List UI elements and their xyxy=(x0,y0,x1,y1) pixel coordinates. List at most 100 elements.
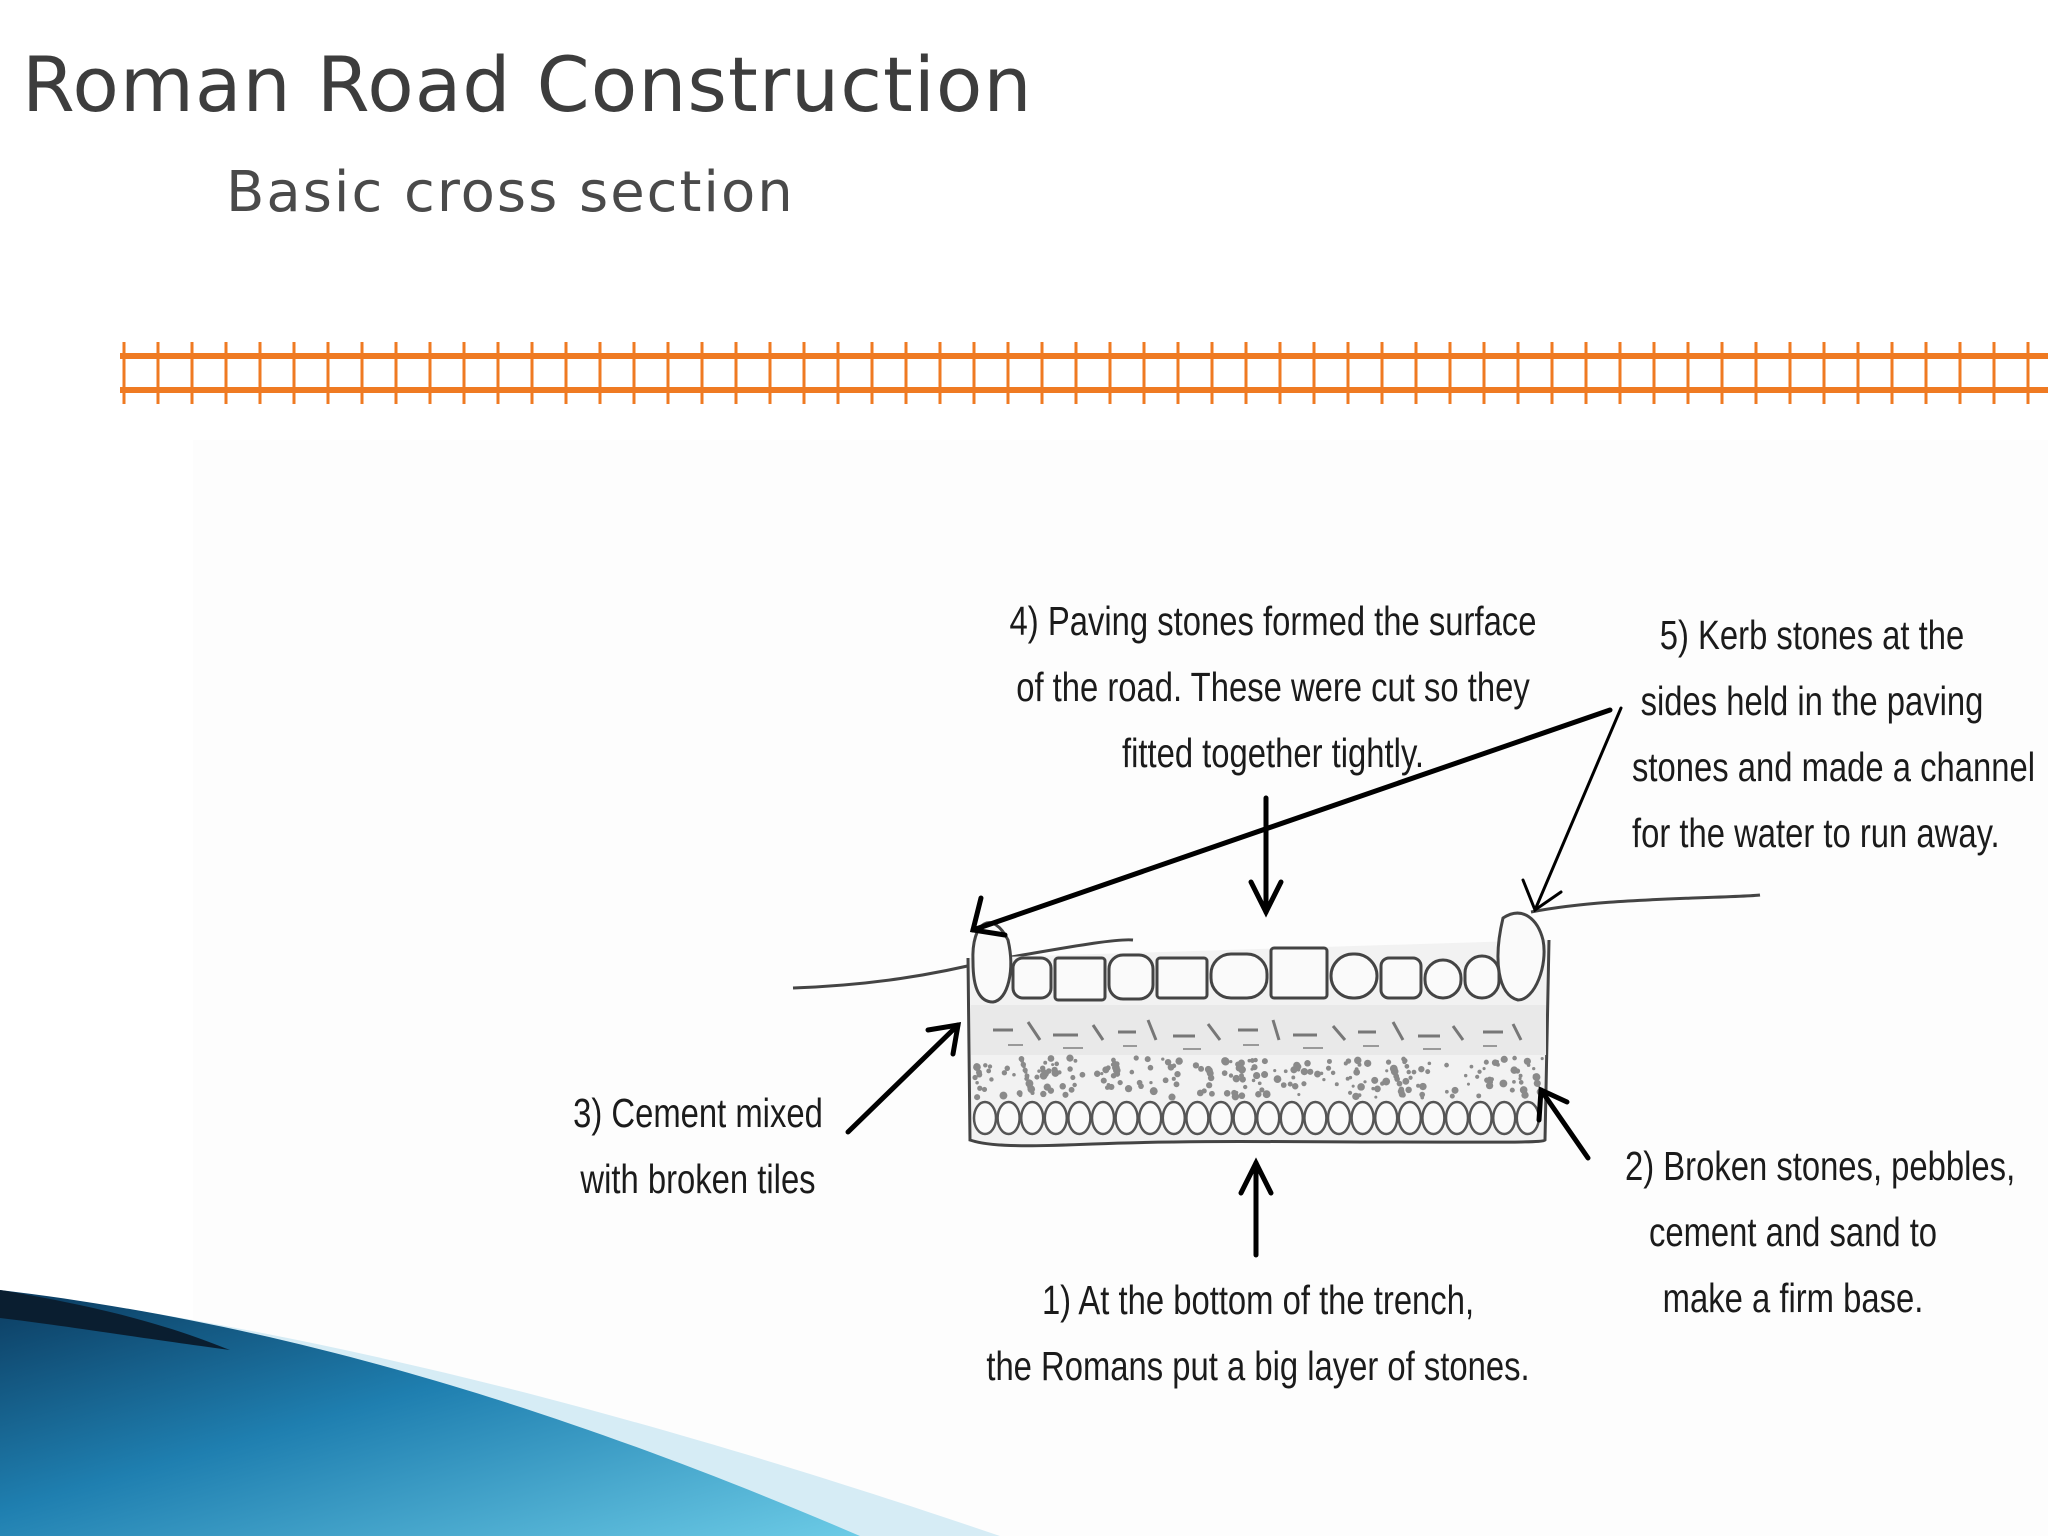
pebble xyxy=(1171,1076,1176,1081)
diagram-panel: 4) Paving stones formed the surface of t… xyxy=(193,440,2048,1536)
pebble xyxy=(1466,1082,1470,1086)
pebble xyxy=(1330,1070,1336,1076)
bottom-stone xyxy=(1232,1100,1257,1136)
pebble xyxy=(1004,1065,1010,1072)
pebble xyxy=(1223,1089,1231,1097)
pebble xyxy=(1405,1086,1412,1094)
pebble xyxy=(1255,1091,1262,1098)
pebble xyxy=(1079,1071,1086,1078)
callout-step2: 2) Broken stones, pebbles, cement and sa… xyxy=(1625,1133,2015,1331)
pebble xyxy=(1301,1081,1307,1087)
callout-step5-line4: for the water to run away. xyxy=(1632,810,2000,856)
bottom-stone xyxy=(1279,1100,1305,1136)
slide-title: Roman Road Construction xyxy=(22,40,1033,129)
pebble xyxy=(1149,1087,1158,1096)
pebble xyxy=(1293,1061,1301,1069)
road-cross-section-diagram xyxy=(792,706,1761,1258)
pebble xyxy=(1012,1072,1016,1077)
pebble xyxy=(1259,1087,1265,1093)
pebble xyxy=(1022,1064,1026,1069)
bottom-stone xyxy=(1421,1100,1446,1136)
pebble xyxy=(1040,1067,1046,1074)
pebble xyxy=(1043,1060,1048,1065)
pebble xyxy=(1482,1067,1486,1071)
pebble xyxy=(1026,1076,1030,1080)
pebble xyxy=(1522,1091,1527,1096)
pebble xyxy=(1364,1059,1372,1067)
pebble xyxy=(1221,1057,1229,1065)
pebble-sand-layer xyxy=(972,1054,1544,1101)
pebble xyxy=(1489,1077,1494,1082)
pebble xyxy=(1054,1061,1060,1067)
pebble xyxy=(1133,1055,1139,1061)
bottom-arrow-head xyxy=(1238,1157,1274,1196)
pebble xyxy=(1510,1066,1518,1074)
pebble xyxy=(1484,1077,1490,1083)
pebble xyxy=(1402,1077,1410,1085)
bottom-stone xyxy=(1444,1100,1470,1136)
pebble xyxy=(1171,1063,1177,1069)
bottom-stone xyxy=(1373,1100,1399,1136)
pebble xyxy=(1319,1071,1324,1076)
pebble xyxy=(1062,1091,1069,1098)
pebble xyxy=(1532,1073,1541,1082)
pebble xyxy=(1129,1069,1135,1075)
pebble xyxy=(1206,1069,1214,1077)
callout-step4-line3: fitted together tightly. xyxy=(1121,730,1425,776)
pebble xyxy=(1257,1081,1262,1086)
pebble xyxy=(1047,1055,1055,1062)
pebble xyxy=(1382,1077,1391,1086)
pebble xyxy=(1030,1090,1035,1096)
pebble xyxy=(1307,1068,1314,1075)
pebble xyxy=(1500,1055,1508,1063)
pebble xyxy=(1144,1056,1151,1063)
pebble xyxy=(1343,1061,1348,1066)
pebble xyxy=(1037,1069,1041,1073)
pebble xyxy=(1047,1087,1055,1094)
pebble xyxy=(1239,1076,1246,1083)
callout-step5-line3: stones and made a channel xyxy=(1632,744,2036,790)
pebble xyxy=(1394,1076,1400,1082)
pebble xyxy=(1291,1075,1296,1080)
pebble xyxy=(1192,1062,1200,1069)
pebble xyxy=(1234,1090,1239,1095)
slide-subtitle: Basic cross section xyxy=(226,160,795,225)
pebble xyxy=(1483,1059,1489,1065)
pebble xyxy=(1221,1070,1228,1076)
pebble xyxy=(977,1085,983,1091)
pebble xyxy=(1173,1081,1180,1088)
pebble xyxy=(986,1068,992,1074)
pebble xyxy=(1345,1076,1350,1081)
pebble xyxy=(1108,1083,1115,1090)
pebble xyxy=(1283,1069,1288,1074)
pebble xyxy=(1463,1073,1468,1078)
bottom-stone xyxy=(1468,1100,1493,1136)
pebble xyxy=(1396,1080,1403,1087)
bottom-stone xyxy=(972,1100,998,1136)
ground-line-right xyxy=(1530,893,1761,914)
callout-step5: 5) Kerb stones at the sides held in the … xyxy=(1632,602,2036,866)
pebble xyxy=(1232,1074,1241,1083)
bottom-stone xyxy=(1043,1100,1069,1136)
pebble xyxy=(1073,1058,1078,1063)
pebble xyxy=(1475,1074,1480,1079)
pebble xyxy=(1334,1082,1339,1087)
kerb-arrow-right-head xyxy=(1521,878,1563,913)
pebble xyxy=(1051,1066,1058,1073)
pebble-arrow xyxy=(1538,1087,1591,1161)
cement-arrow xyxy=(845,1022,961,1135)
callout-step4: 4) Paving stones formed the surface of t… xyxy=(1001,588,1545,786)
bottom-stone xyxy=(1255,1100,1281,1136)
pebble xyxy=(1291,1083,1299,1090)
paving-arrow-head xyxy=(1248,879,1284,918)
pebble xyxy=(1243,1084,1248,1090)
pebble xyxy=(1261,1071,1269,1079)
pebble xyxy=(1451,1086,1459,1094)
callout-step3-line1: 3) Cement mixed xyxy=(573,1090,823,1136)
pebble xyxy=(1526,1063,1531,1067)
pebble xyxy=(1020,1058,1025,1063)
pebble xyxy=(1485,1081,1494,1090)
pebble xyxy=(1477,1069,1482,1074)
pebble xyxy=(1261,1058,1268,1065)
